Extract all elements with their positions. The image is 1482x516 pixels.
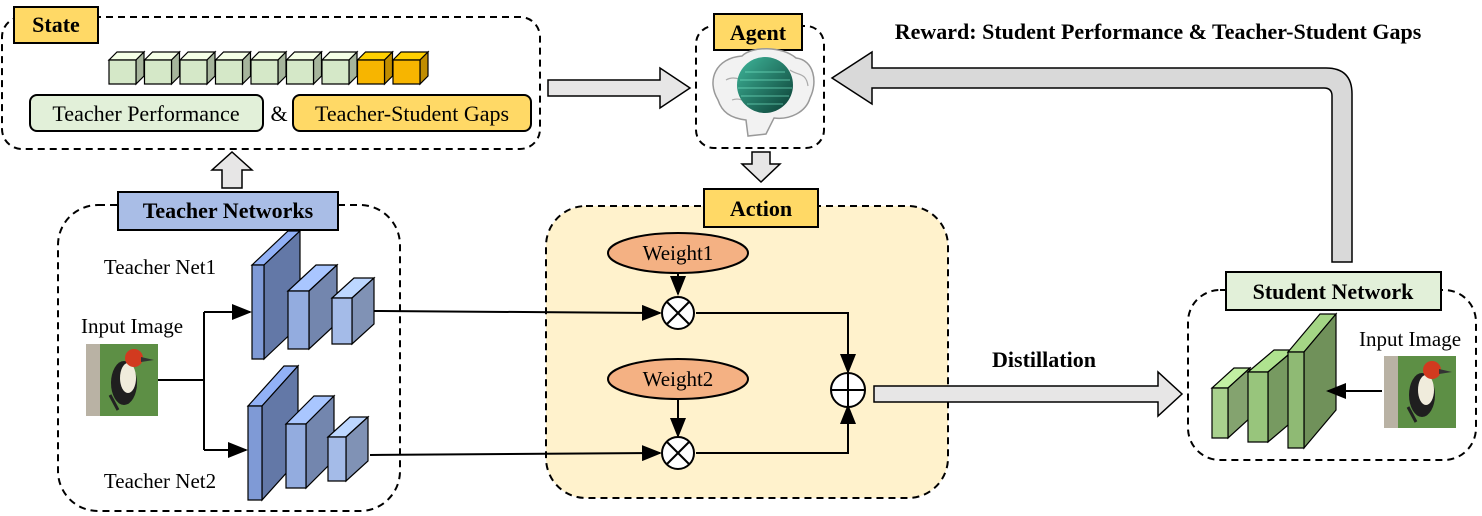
teacher2-layer-1-front [247,405,263,501]
multiply1-to-sum [696,312,856,374]
teacher-input-label: Input Image [81,314,183,338]
state-panel: State Teacher Performance & Teacher-Stud… [1,6,541,150]
teacher1-layer-3-front [331,297,353,345]
state-vector-cell [143,50,181,86]
weight1-label: Weight1 [643,241,714,265]
state-vector-cell [214,50,252,86]
student-input-label: Input Image [1359,327,1461,351]
teacher1-layer-3 [330,276,376,346]
state-vector-cell [356,50,394,86]
state-vector-cell-front [179,59,208,85]
state-title: State [32,12,80,37]
state-vector [107,50,430,86]
student-network-panel: Student Network Input Image [1187,271,1477,461]
reward-arrow [830,50,1353,263]
ampersand: & [270,101,287,126]
student-layer-3 [1286,312,1338,450]
weight2-label: Weight2 [643,367,714,391]
state-vector-cell [107,50,146,86]
action-title-box [703,188,819,228]
agent-title-box [713,13,803,51]
multiply1-node [661,296,695,330]
state-vector-cell-front [285,59,315,85]
brain-icon [712,48,815,137]
teacher-performance-box [29,94,264,132]
student-layer-1 [1210,366,1252,440]
sum-node [830,372,866,408]
agent-to-action-arrow [740,151,782,184]
state-vector-cell-front [143,59,173,85]
teacher1-layer-2-front [287,290,310,350]
state-to-agent-arrow [547,66,692,110]
teacher2-layer-2-front [285,423,307,489]
teacher1-output-line [373,304,662,321]
reward-label: Reward: Student Performance & Teacher-St… [895,19,1422,44]
student-layer-1-front [1211,387,1229,439]
teacher-net1-blocks [250,229,376,361]
state-vector-cell-front [250,59,279,85]
teacher-networks-panel: Teacher Networks Teacher Net1 Teacher Ne… [57,191,401,512]
state-vector-cell-front [214,59,244,85]
action-panel: Action Weight1 Weight2 [369,188,949,499]
teacher-net2-blocks [246,364,370,502]
teacher2-layer-3-front [327,436,347,482]
teacher-net2-label: Teacher Net2 [104,469,216,493]
distillation-arrow [873,370,1184,418]
state-vector-cell [178,50,217,86]
student-network-title: Student Network [1253,279,1414,304]
state-vector-cell-front [108,59,137,85]
multiply2-node [661,436,695,470]
teacher-networks-title: Teacher Networks [143,198,314,223]
action-title: Action [730,196,792,221]
teacher-input-connectors [158,304,252,458]
state-vector-cell [391,50,430,86]
state-vector-cell [320,50,359,86]
teacher-input-image [86,344,158,416]
multiply2-to-sum [696,404,856,454]
student-layer-2-front [1247,371,1269,443]
teacher-student-gaps-box [292,94,532,132]
distillation-label: Distillation [992,347,1096,372]
teacher2-layer-2 [284,394,336,490]
state-vector-cell-front [356,59,386,85]
teacher2-layer-3 [326,415,370,483]
state-vector-cell-front [392,59,421,85]
teacher2-output-line [369,445,662,462]
teacher1-layer-1-front [251,264,265,360]
state-vector-cell-front [321,59,350,85]
state-vector-cell [285,50,323,86]
teacher-net1-label: Teacher Net1 [104,255,216,279]
teacher-performance-label: Teacher Performance [52,101,239,126]
agent-panel: Agent [695,13,825,149]
student-blocks [1210,312,1338,450]
teacher1-layer-2 [286,263,339,351]
student-network-title-box [1225,271,1442,311]
state-title-box [13,6,99,44]
agent-title: Agent [730,20,787,45]
teacher-networks-title-box [117,191,339,231]
teacher-to-state-arrow [210,150,254,189]
student-layer-3-front [1287,351,1305,449]
teacher-student-gaps-label: Teacher-Student Gaps [315,101,509,126]
student-input-image [1384,356,1456,428]
state-vector-cell [249,50,288,86]
